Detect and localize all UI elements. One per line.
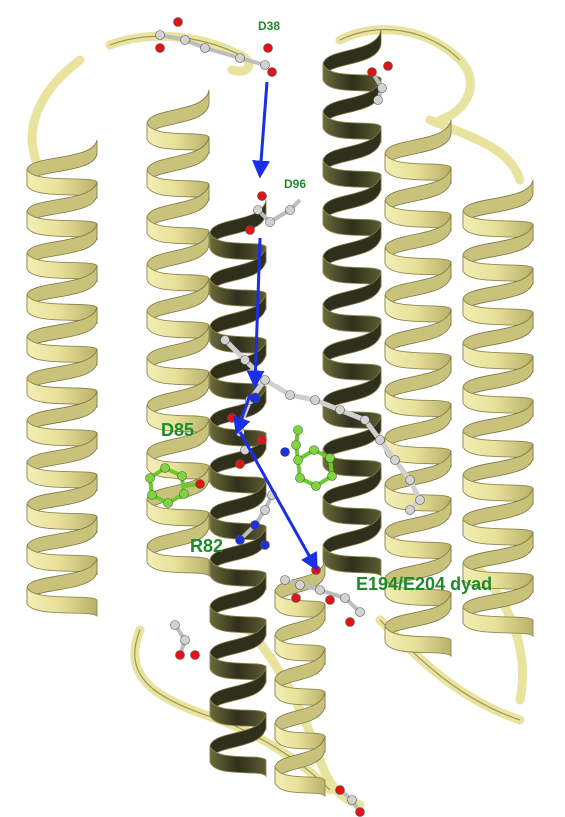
proton-pathway-arrows [237, 82, 316, 568]
helix-a [27, 140, 97, 616]
label-d85: D85 [161, 420, 194, 441]
label-d38: D38 [258, 19, 280, 33]
label-r82: R82 [190, 536, 223, 557]
label-dyad: E194/E204 dyad [356, 574, 492, 595]
arrow-d38-to-d96 [260, 82, 267, 175]
helix-b [147, 90, 209, 576]
helix-d [323, 30, 381, 576]
helix-f [463, 180, 533, 636]
label-d96: D96 [284, 177, 306, 191]
